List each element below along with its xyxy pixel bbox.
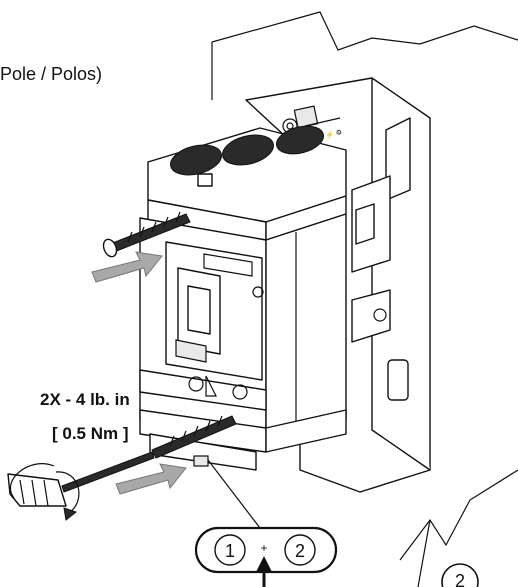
- next-step-label: 2: [455, 571, 465, 587]
- top-screw: [102, 211, 191, 258]
- torque-metric-label: [ 0.5 Nm ]: [52, 424, 129, 443]
- callout-leader: [207, 459, 261, 529]
- torque-count-label: 2X - 4 lb. in: [40, 390, 130, 409]
- next-step-callout: 2: [441, 563, 479, 587]
- insert-arrow-bottom: [115, 463, 187, 495]
- plus-sign: +: [260, 541, 267, 555]
- step-one-label: 1: [225, 541, 235, 561]
- panel-cutaway: [211, 11, 518, 587]
- step-two-label: 2: [295, 541, 305, 561]
- insert-arrow-top: [91, 251, 163, 283]
- pole-label: Pole / Polos): [0, 64, 102, 84]
- screwdriver-icon: [7, 451, 155, 521]
- up-arrow-icon: [256, 556, 272, 572]
- circuit-breaker: [139, 125, 347, 471]
- bottom-screw: [151, 415, 237, 459]
- step-callout: 1 2 +: [194, 526, 338, 587]
